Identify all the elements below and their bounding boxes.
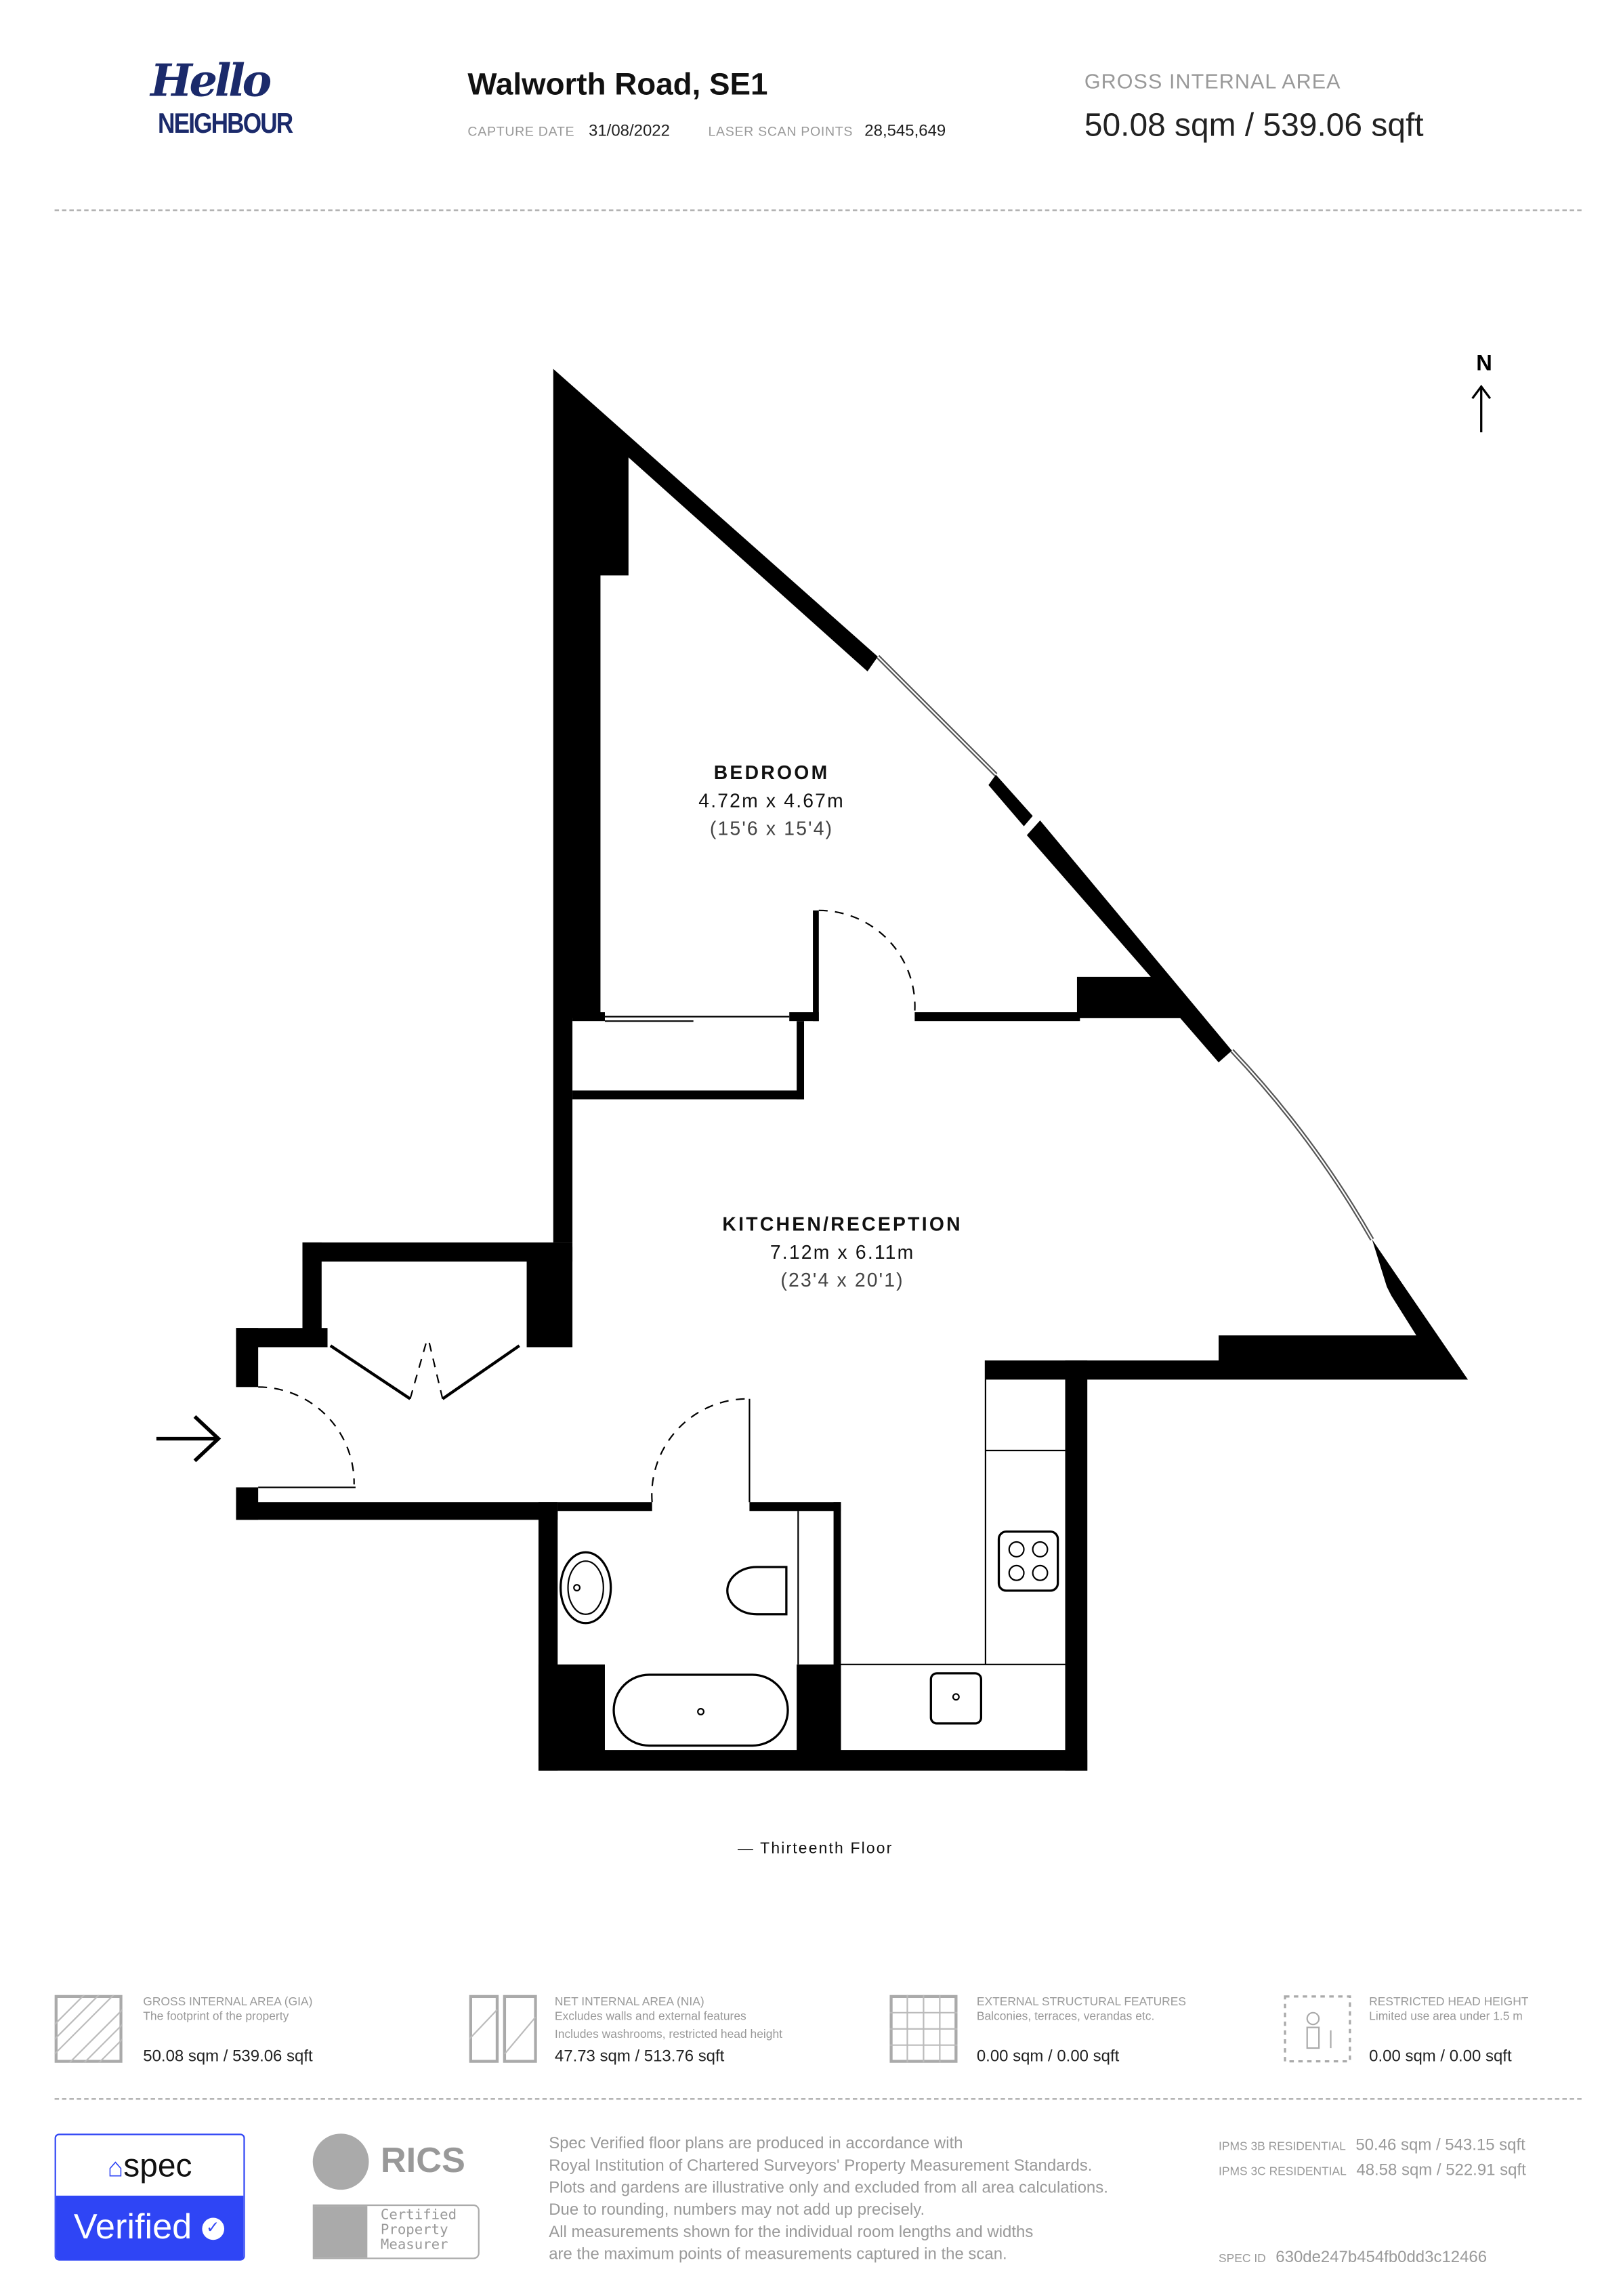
ipms-3c: IPMS 3C RESIDENTIAL 48.58 sqm / 522.91 s…	[1219, 2162, 1526, 2179]
verified-bar: Verified ✓	[56, 2195, 244, 2259]
room-dims-imperial: (15'6 x 15'4)	[709, 817, 834, 840]
disclaimer-line: are the maximum points of measurements c…	[549, 2245, 1007, 2264]
spec-id: SPEC ID 630de247b454fb0dd3c12466	[1219, 2249, 1487, 2266]
legend-value: 50.08 sqm / 539.06 sqft	[143, 2048, 313, 2066]
legend-title: NET INTERNAL AREA (NIA)	[554, 1995, 704, 2009]
floor-label: — Thirteenth Floor	[738, 1839, 893, 1858]
toilet-icon	[726, 1566, 788, 1616]
legend-title: RESTRICTED HEAD HEIGHT	[1369, 1995, 1529, 2009]
disclaimer: Spec Verified floor plans are produced i…	[549, 2133, 1108, 2266]
cert-line: Property	[380, 2222, 448, 2239]
legend-restricted: RESTRICTED HEAD HEIGHT Limited use area …	[1369, 1995, 1605, 2066]
legend-nia: NET INTERNAL AREA (NIA) Excludes walls a…	[554, 1995, 864, 2066]
scan-points: 28,545,649	[864, 122, 946, 140]
rics-text: RICS	[380, 2141, 465, 2182]
window	[877, 656, 996, 776]
lion-emblem-icon	[312, 2133, 369, 2190]
legend-external: EXTERNAL STRUCTURAL FEATURES Balconies, …	[976, 1995, 1272, 2066]
grid-icon	[889, 1995, 958, 2063]
hob-icon	[997, 1530, 1059, 1592]
legend-sub: The footprint of the property	[143, 2009, 289, 2024]
spec-verified-badge: ⌂spec Verified ✓	[54, 2133, 245, 2261]
rics-certified-badge: Certified Property Measurer	[312, 2204, 480, 2259]
ipms-label: IPMS 3C RESIDENTIAL	[1219, 2165, 1347, 2178]
room-label-bedroom: BEDROOM 4.72m x 4.67m (15'6 x 15'4)	[624, 761, 919, 839]
legend-sub: Limited use area under 1.5 m	[1369, 2009, 1523, 2024]
disclaimer-line: Spec Verified floor plans are produced i…	[549, 2135, 963, 2153]
legend-value: 0.00 sqm / 0.00 sqft	[976, 2048, 1120, 2066]
wall	[553, 369, 878, 1243]
legend-gia: GROSS INTERNAL AREA (GIA) The footprint …	[143, 1995, 438, 2066]
divider	[54, 2098, 1582, 2100]
divider	[54, 209, 1582, 211]
ipms-label: IPMS 3B RESIDENTIAL	[1219, 2140, 1346, 2153]
rics-emblem-icon	[314, 2206, 368, 2258]
logo-hello: Hello	[150, 56, 272, 108]
room-dims-imperial: (23'4 x 20'1)	[780, 1269, 904, 1291]
hatched-square-icon	[54, 1995, 123, 2063]
rics-logo: RICS	[312, 2133, 478, 2192]
legend-title: EXTERNAL STRUCTURAL FEATURES	[976, 1995, 1187, 2009]
wall	[985, 1239, 1469, 1380]
scan-points-label: LASER SCAN POINTS	[708, 123, 853, 139]
legend-sub: Excludes walls and external features	[554, 2009, 746, 2024]
kitchen-sink-icon	[929, 1672, 983, 1725]
legend-value: 47.73 sqm / 513.76 sqft	[554, 2048, 725, 2066]
wall	[1026, 820, 1232, 1063]
floor-plan: N	[156, 350, 1492, 1771]
north-label: N	[1476, 350, 1492, 375]
gia-value: 50.08 sqm / 539.06 sqft	[1084, 106, 1424, 144]
window	[1230, 1049, 1374, 1241]
walls	[236, 369, 1469, 1771]
spec-text: spec	[123, 2146, 192, 2184]
verified-text: Verified	[73, 2207, 192, 2248]
person-height-icon	[1284, 1995, 1351, 2063]
hatched-plan-icon	[469, 1995, 537, 2063]
address-title: Walworth Road, SE1	[467, 68, 768, 102]
ipms-value: 50.46 sqm / 543.15 sqft	[1355, 2136, 1525, 2154]
ipms-3b: IPMS 3B RESIDENTIAL 50.46 sqm / 543.15 s…	[1219, 2137, 1525, 2154]
legend-title: GROSS INTERNAL AREA (GIA)	[143, 1995, 313, 2009]
bath-icon	[612, 1673, 789, 1747]
spec-logo: ⌂spec	[56, 2135, 244, 2196]
disclaimer-line: Royal Institution of Chartered Surveyors…	[549, 2157, 1093, 2175]
wall	[988, 774, 1033, 827]
room-name: KITCHEN/RECEPTION	[722, 1213, 963, 1235]
north-arrow-icon	[1471, 384, 1492, 433]
cert-line: Measurer	[380, 2236, 448, 2253]
room-label-kitchen: KITCHEN/RECEPTION 7.12m x 6.11m (23'4 x …	[680, 1213, 1005, 1291]
room-name: BEDROOM	[713, 761, 830, 784]
door-swings	[258, 909, 916, 1503]
disclaimer-line: Plots and gardens are illustrative only …	[549, 2179, 1108, 2198]
ipms-value: 48.58 sqm / 522.91 sqft	[1356, 2161, 1526, 2179]
gia-label: GROSS INTERNAL AREA	[1084, 69, 1341, 93]
room-dims: 7.12m x 6.11m	[770, 1240, 915, 1264]
entry-arrow-icon	[156, 1415, 222, 1463]
capture-date: 31/08/2022	[589, 122, 670, 140]
room-dims: 4.72m x 4.67m	[698, 789, 845, 812]
check-icon: ✓	[201, 2217, 224, 2240]
spec-id-value: 630de247b454fb0dd3c12466	[1276, 2249, 1488, 2267]
spec-id-label: SPEC ID	[1219, 2251, 1266, 2266]
legend-sub: Balconies, terraces, verandas etc.	[976, 2009, 1155, 2024]
capture-date-label: CAPTURE DATE	[467, 123, 575, 139]
disclaimer-line: Due to rounding, numbers may not add up …	[549, 2201, 925, 2219]
disclaimer-line: All measurements shown for the individua…	[549, 2224, 1034, 2242]
house-icon: ⌂	[107, 2152, 124, 2183]
sink-icon	[560, 1551, 612, 1625]
legend-value: 0.00 sqm / 0.00 sqft	[1369, 2048, 1512, 2066]
logo-neighbour: NEIGHBOUR	[158, 109, 293, 140]
cert-line: Certified	[380, 2207, 457, 2224]
legend-sub: Includes washrooms, restricted head heig…	[554, 2027, 783, 2041]
